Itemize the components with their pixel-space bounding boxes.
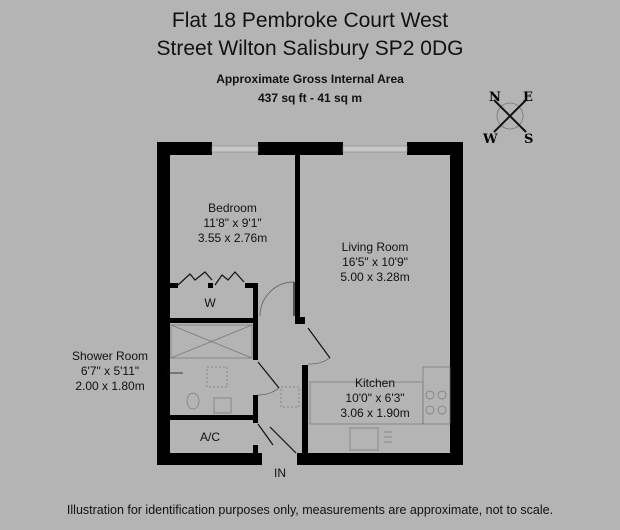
doors (177, 271, 331, 454)
room-metric: 5.00 x 3.28m (340, 270, 410, 284)
room-metric: 3.06 x 1.90m (340, 406, 410, 420)
airing-cupboard-label: A/C (199, 430, 220, 444)
compass-w: W (482, 132, 498, 147)
room-imperial: 10'0" x 6'3" (345, 391, 405, 405)
title-line-1: Flat 18 Pembroke Court West (171, 9, 449, 32)
windows (211, 145, 408, 153)
disclaimer: Illustration for identification purposes… (66, 503, 554, 517)
entrance-label: IN (274, 466, 286, 480)
shower-room-label: Shower Room 6'7" x 5'11" 2.00 x 1.80m (60, 349, 160, 394)
room-metric: 3.55 x 2.76m (197, 231, 268, 245)
room-name: Living Room (341, 240, 409, 254)
room-imperial: 11'8" x 9'1" (203, 216, 262, 230)
fixtures (170, 324, 451, 451)
room-name: Kitchen (354, 376, 396, 390)
room-imperial: 16'5" x 10'9" (342, 255, 408, 269)
living-room-label: Living Room 16'5" x 10'9" 5.00 x 3.28m (300, 240, 450, 285)
room-imperial: 6'7" x 5'11" (80, 364, 140, 378)
area-label: Approximate Gross Internal Area (216, 72, 404, 86)
compass-e: E (523, 90, 533, 105)
walls (157, 142, 463, 465)
area-value: 437 sq ft - 41 sq m (257, 91, 363, 105)
room-name: Shower Room (71, 349, 149, 363)
room-metric: 2.00 x 1.80m (75, 379, 145, 393)
compass-icon: N E W S (482, 90, 533, 147)
room-name: Bedroom (208, 201, 257, 215)
bedroom-label: Bedroom 11'8" x 9'1" 3.55 x 2.76m (170, 201, 295, 246)
compass-s: S (524, 132, 533, 147)
compass-n: N (489, 90, 501, 105)
kitchen-label: Kitchen 10'0" x 6'3" 3.06 x 1.90m (320, 376, 430, 421)
title-line-2: Street Wilton Salisbury SP2 0DG (156, 37, 464, 60)
wardrobe-label: W (204, 296, 216, 310)
